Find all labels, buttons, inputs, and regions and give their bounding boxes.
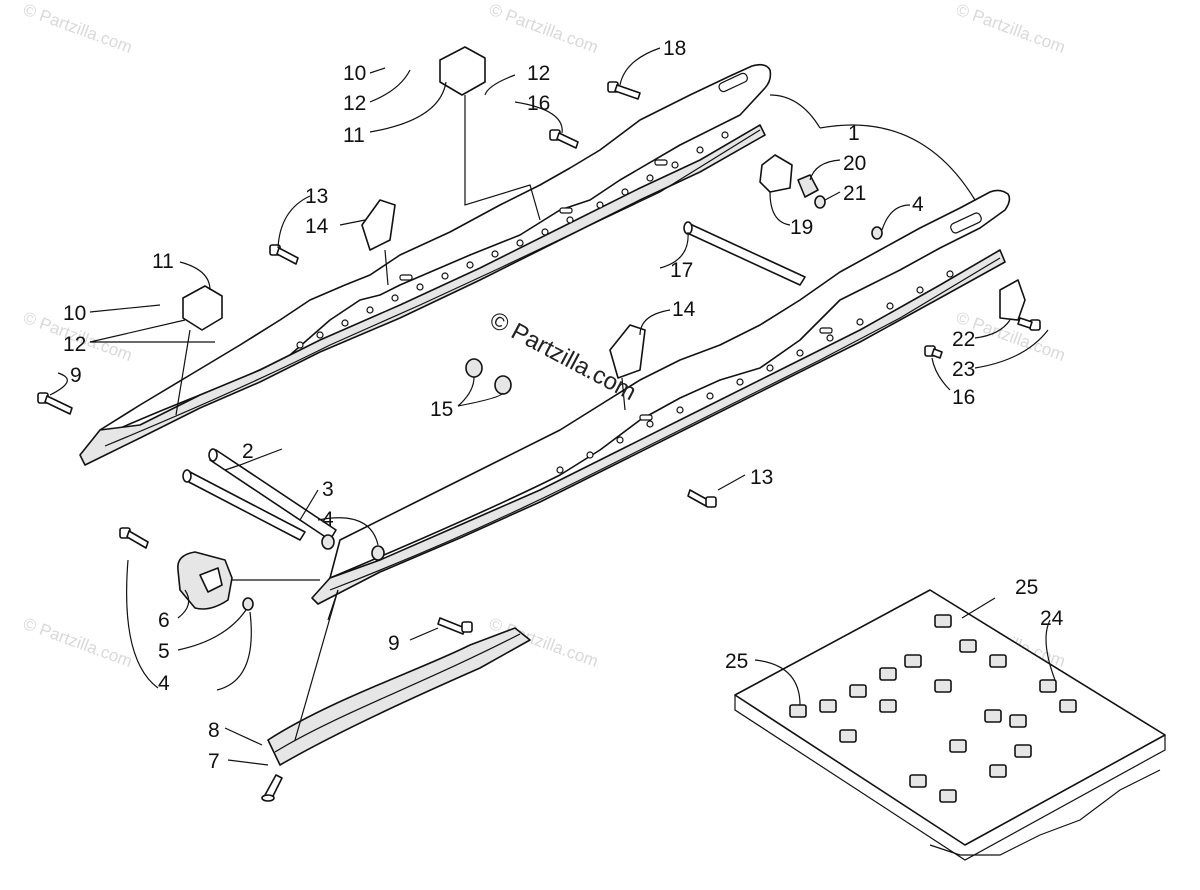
- callout-7: 7: [208, 750, 220, 773]
- callout-10: 10: [343, 62, 366, 85]
- callout-17: 17: [670, 259, 693, 282]
- axle-2: [182, 469, 306, 541]
- axle-3: [208, 448, 337, 550]
- callout-20: 20: [843, 152, 866, 175]
- callout-14: 14: [305, 215, 329, 238]
- end-block-5: [177, 551, 233, 610]
- callout-6: 6: [158, 609, 170, 632]
- callout-labels: 1 2 3 4 4 4 5 6 7 8 9 9 10 10 11 11 12 1…: [63, 37, 1064, 773]
- block-11-upper: [439, 46, 486, 96]
- callout-15: 15: [430, 398, 453, 421]
- nut-4-middle: [371, 545, 385, 561]
- callout-4: 4: [912, 193, 924, 216]
- leader-lines: [49, 47, 1056, 766]
- track-clips-25: [789, 614, 1077, 803]
- nut-4-upper: [871, 226, 883, 240]
- callout-13: 13: [750, 466, 773, 489]
- left-slide-rail: [79, 63, 772, 466]
- watermark: © Partzilla.com: [487, 0, 601, 57]
- shaft-17: [683, 221, 806, 286]
- callout-12: 12: [527, 62, 550, 85]
- track-24: [734, 589, 1166, 861]
- callout-12: 12: [343, 92, 366, 115]
- nuts-15: [465, 358, 512, 395]
- callout-8: 8: [208, 719, 220, 742]
- callout-24: 24: [1040, 607, 1064, 630]
- callout-9: 9: [70, 364, 82, 387]
- right-rail-holes: [556, 212, 982, 474]
- bracket-14-upper: [361, 199, 396, 251]
- bolt-23: [1017, 317, 1041, 331]
- bolt-9-lower: [437, 617, 473, 635]
- callout-1: 1: [848, 122, 860, 145]
- bolt-16-right: [924, 345, 943, 359]
- callout-4: 4: [158, 672, 170, 695]
- damper-19: [759, 154, 793, 193]
- callout-10: 10: [63, 302, 86, 325]
- callout-19: 19: [790, 216, 813, 239]
- wear-strip-8: [267, 627, 531, 766]
- callout-16: 16: [952, 386, 975, 409]
- callout-12: 12: [63, 333, 86, 356]
- callout-14: 14: [672, 298, 696, 321]
- bolt-9-left: [37, 392, 73, 415]
- callout-9: 9: [388, 632, 400, 655]
- callout-21: 21: [843, 182, 866, 205]
- bolt-16-upper: [549, 129, 579, 149]
- callout-16: 16: [527, 92, 550, 115]
- right-slide-rail: [311, 189, 1011, 605]
- bolt-6: [119, 527, 149, 549]
- block-11-left: [182, 285, 223, 331]
- callout-22: 22: [952, 328, 975, 351]
- screw-7: [261, 774, 283, 802]
- callout-18: 18: [663, 37, 686, 60]
- bracket-22: [999, 279, 1026, 321]
- callout-11: 11: [152, 250, 174, 273]
- callout-11: 11: [343, 124, 365, 147]
- bracket-14-center: [609, 324, 646, 379]
- watermark: © Partzilla.com: [954, 0, 1068, 57]
- callout-25: 25: [1015, 576, 1038, 599]
- callout-25: 25: [725, 650, 748, 673]
- nut-4-lower: [242, 597, 254, 611]
- callout-5: 5: [158, 640, 170, 663]
- callout-23: 23: [952, 358, 975, 381]
- callout-13: 13: [305, 185, 328, 208]
- callout-2: 2: [242, 440, 254, 463]
- watermark: © Partzilla.com: [21, 614, 135, 671]
- bolt-13-lower: [687, 489, 717, 508]
- watermark: © Partzilla.com: [21, 0, 135, 57]
- left-rail-holes: [296, 72, 748, 349]
- bolt-18: [607, 81, 641, 100]
- bolt-13-upper: [269, 244, 299, 265]
- bushing-20: [797, 174, 819, 198]
- callout-4: 4: [322, 508, 334, 531]
- nut-21: [814, 195, 826, 209]
- callout-3: 3: [322, 478, 334, 501]
